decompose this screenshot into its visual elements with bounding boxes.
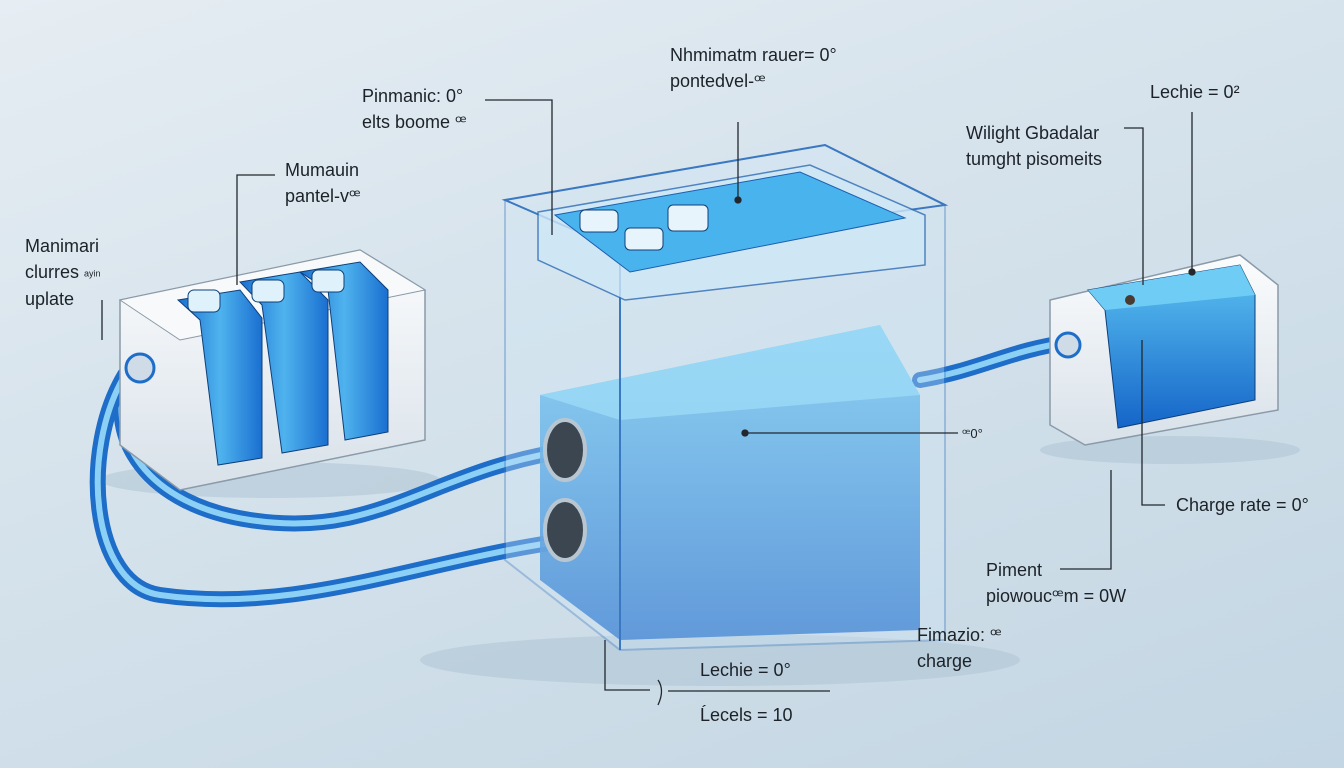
label-line: Ĺecels = 10 <box>700 705 793 725</box>
label-line: Pinmanic: 0° <box>362 86 464 106</box>
label-line: Manimari <box>25 236 100 256</box>
label-line: Mumauin <box>285 160 360 180</box>
label-line: pantel-vꟹ <box>285 186 361 206</box>
label-line: Fimazio: ꟹ <box>917 625 1002 645</box>
label-line: pontedvel-ꟹ <box>670 71 766 91</box>
label-bottom-top: Lechie = 0° <box>700 657 791 683</box>
label-line: Wilight Gbadalar <box>966 123 1100 143</box>
label-line: Lechie = 0° <box>700 660 791 680</box>
label-line: Lechie = 0² <box>1150 82 1240 102</box>
label-line: Nhmimatm rauer= 0° <box>670 45 837 65</box>
label-bottom-levels: Ĺecels = 10 <box>700 702 793 728</box>
label-right-upper: Wilight Gbadalar tumght pisomeits <box>966 120 1102 172</box>
label-top-right: Lechie = 0² <box>1150 79 1240 105</box>
label-charge-rate: Charge rate = 0° <box>1176 492 1309 518</box>
label-line: clurres <box>25 262 80 282</box>
label-line: charge <box>917 651 973 671</box>
label-top-left: Pinmanic: 0° elts boome ꟹ <box>362 83 467 135</box>
label-line: uplate <box>25 289 75 310</box>
label-far-left: Manimari clurres ayin uplate <box>25 233 101 312</box>
label-line: tumght pisomeits <box>966 149 1103 169</box>
label-water-level: ꟹ0° <box>962 421 983 447</box>
label-line: ꟹ0° <box>962 426 983 441</box>
label-line: Charge rate = 0° <box>1176 495 1309 515</box>
label-small: ayin <box>84 268 101 279</box>
label-piment: Piment piowoucꟹm = 0W <box>986 557 1126 609</box>
label-line: elts boome ꟹ <box>362 112 467 132</box>
central-tank <box>501 143 949 652</box>
label-line: piowoucꟹm = 0W <box>986 586 1127 606</box>
left-battery-module <box>118 249 427 491</box>
right-battery-module <box>1049 254 1279 446</box>
label-line: Piment <box>986 560 1043 580</box>
label-fimazio: Fimazio: ꟹ charge <box>917 622 1002 674</box>
label-left-module: Mumauin pantel-vꟹ <box>285 157 361 209</box>
label-top-center: Nhmimatm rauer= 0° pontedvel-ꟹ <box>670 42 837 94</box>
leader-lines <box>101 99 1196 706</box>
